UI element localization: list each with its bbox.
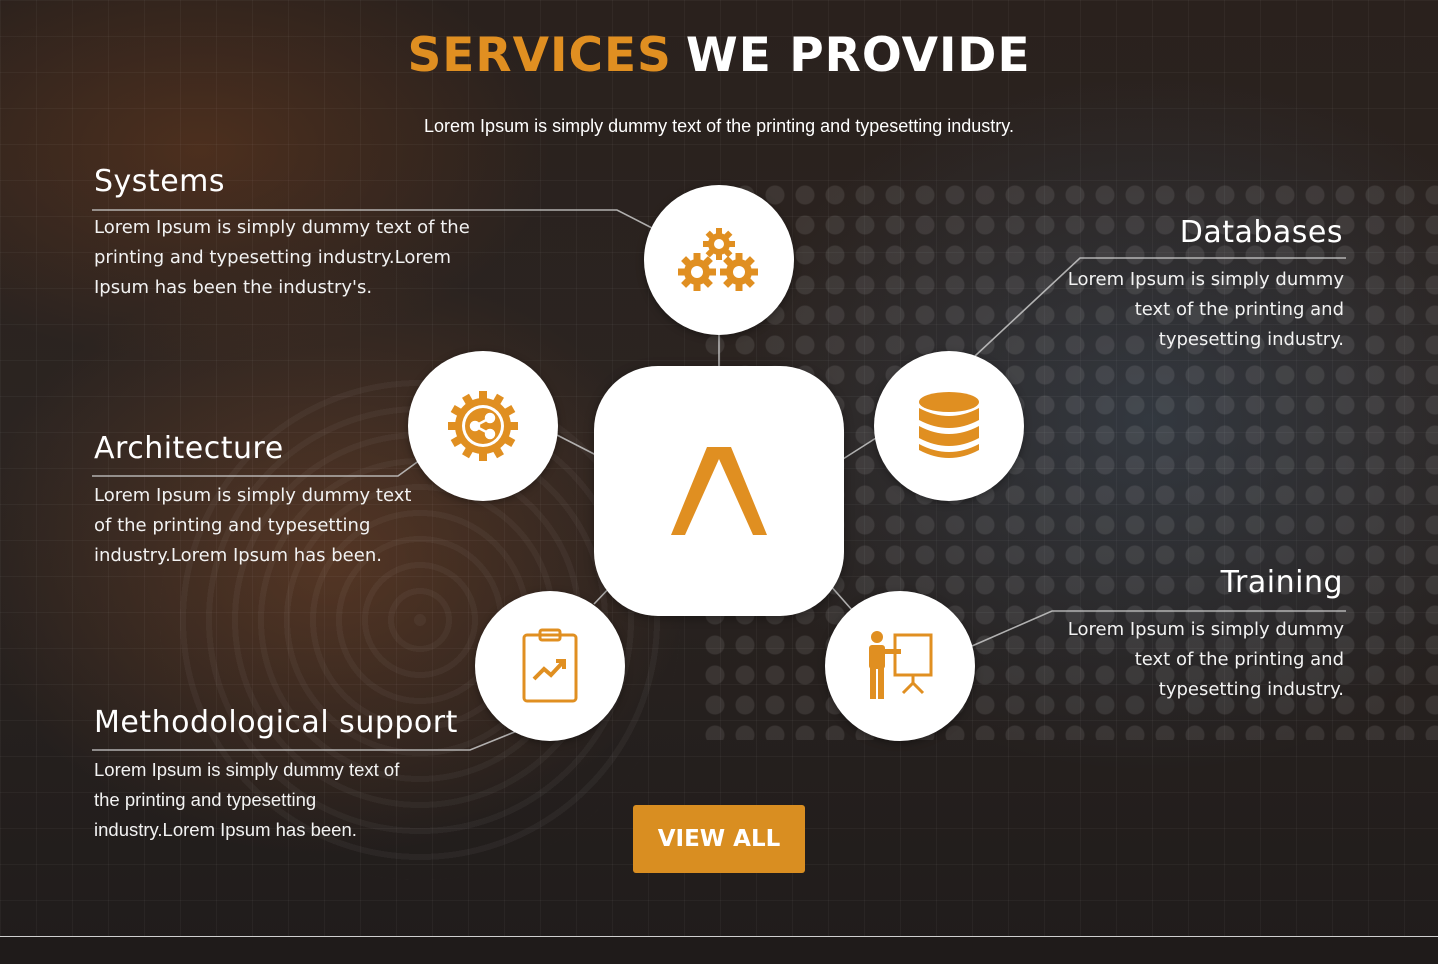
page-subtitle: Lorem Ipsum is simply dummy text of the …	[424, 116, 1014, 136]
architecture-circle[interactable]	[408, 351, 558, 501]
databases-text: Lorem Ipsum is simply dummy text of the …	[1067, 269, 1344, 350]
database-icon	[919, 392, 979, 458]
systems-title: Systems	[94, 164, 225, 199]
clipboard-chart-icon	[522, 628, 578, 703]
title-rest: WE PROVIDE	[685, 28, 1031, 83]
bottom-strip	[0, 937, 1438, 964]
gears-icon	[678, 228, 758, 291]
architecture-text: Lorem Ipsum is simply dummy text of the …	[94, 485, 412, 566]
systems-text: Lorem Ipsum is simply dummy text of the …	[94, 217, 470, 298]
methodological-support-title: Methodological support	[94, 705, 458, 740]
training-title: Training	[1220, 565, 1343, 600]
hub-logo	[594, 366, 844, 616]
bottom-divider	[0, 936, 1438, 937]
view-all-button[interactable]: VIEW ALL	[633, 805, 805, 873]
databases-title: Databases	[1179, 215, 1343, 250]
training-circle[interactable]	[825, 591, 975, 741]
training-text: Lorem Ipsum is simply dummy text of the …	[1067, 619, 1344, 700]
databases-circle[interactable]	[874, 351, 1024, 501]
presentation-icon	[869, 631, 933, 699]
systems-circle[interactable]	[644, 185, 794, 335]
title-accent: SERVICES	[407, 28, 672, 83]
methodological-support-circle[interactable]	[475, 591, 625, 741]
architecture-title: Architecture	[94, 431, 284, 466]
lambda-logo-icon	[671, 447, 767, 535]
methodological-support-text: Lorem Ipsum is simply dummy text of the …	[94, 759, 400, 840]
share-gear-icon	[448, 391, 518, 461]
